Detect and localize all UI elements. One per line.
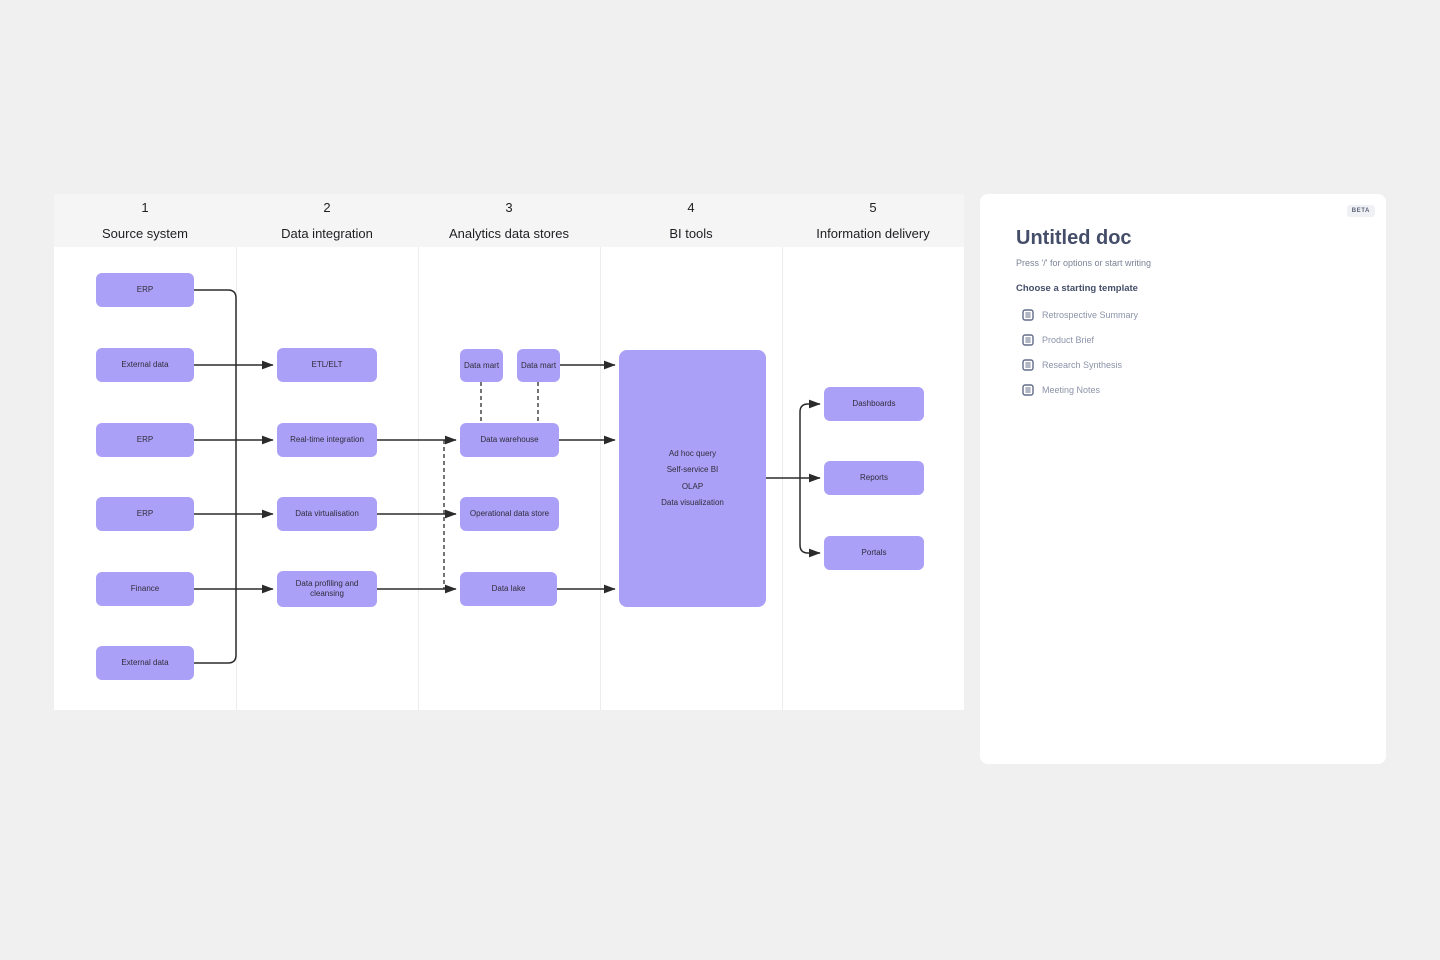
column-header-information-delivery: 5 Information delivery bbox=[782, 194, 964, 247]
column-header-source-system: 1 Source system bbox=[54, 194, 236, 247]
templates-heading: Choose a starting template bbox=[1016, 283, 1138, 294]
node-reports[interactable]: Reports bbox=[824, 461, 924, 495]
node-finance[interactable]: Finance bbox=[96, 572, 194, 606]
node-data-virtualisation[interactable]: Data virtualisation bbox=[277, 497, 377, 531]
node-dashboards[interactable]: Dashboards bbox=[824, 387, 924, 421]
column-number: 3 bbox=[505, 200, 513, 215]
column-number: 5 bbox=[869, 200, 877, 215]
node-real-time-integration[interactable]: Real-time integration bbox=[277, 423, 377, 457]
template-label: Research Synthesis bbox=[1042, 360, 1123, 370]
column-number: 1 bbox=[141, 200, 149, 215]
connector-layer bbox=[194, 289, 821, 664]
node-data-lake[interactable]: Data lake bbox=[460, 572, 557, 606]
column-header-analytics-data-stores: 3 Analytics data stores bbox=[418, 194, 600, 247]
document-icon bbox=[1022, 359, 1034, 371]
node-data-warehouse[interactable]: Data warehouse bbox=[460, 423, 559, 457]
document-icon bbox=[1022, 384, 1034, 396]
column-label: Data integration bbox=[281, 226, 373, 241]
column-label: Analytics data stores bbox=[449, 226, 569, 241]
beta-badge: BETA bbox=[1346, 205, 1375, 217]
node-external-data-2[interactable]: External data bbox=[96, 646, 194, 680]
template-item-research-synthesis[interactable]: Research Synthesis bbox=[1016, 359, 1350, 371]
node-data-mart-2[interactable]: Data mart bbox=[517, 349, 560, 382]
column-number: 2 bbox=[323, 200, 331, 215]
template-item-retrospective-summary[interactable]: Retrospective Summary bbox=[1016, 309, 1350, 321]
edge-source-trunk bbox=[194, 289, 237, 664]
column-header-bi-tools: 4 BI tools bbox=[600, 194, 782, 247]
bi-tools-line: Self-service BI bbox=[666, 465, 719, 474]
column-divider bbox=[418, 247, 419, 710]
node-erp-2[interactable]: ERP bbox=[96, 423, 194, 457]
doc-editor-hint[interactable]: Press '/' for options or start writing bbox=[1016, 258, 1151, 268]
node-external-data-1[interactable]: External data bbox=[96, 348, 194, 382]
diagram-board[interactable]: 1 Source system 2 Data integration 3 Ana… bbox=[54, 194, 964, 710]
node-operational-data-store[interactable]: Operational data store bbox=[460, 497, 559, 531]
document-icon bbox=[1022, 309, 1034, 321]
column-divider bbox=[600, 247, 601, 710]
template-label: Meeting Notes bbox=[1042, 385, 1101, 395]
column-label: Source system bbox=[102, 226, 188, 241]
node-etl-elt[interactable]: ETL/ELT bbox=[277, 348, 377, 382]
node-erp-3[interactable]: ERP bbox=[96, 497, 194, 531]
edge-bitools-dashboards bbox=[799, 399, 821, 478]
node-data-mart-1[interactable]: Data mart bbox=[460, 349, 503, 382]
bi-tools-line: Data visualization bbox=[661, 498, 724, 507]
node-portals[interactable]: Portals bbox=[824, 536, 924, 570]
column-header-data-integration: 2 Data integration bbox=[236, 194, 418, 247]
template-list: Retrospective Summary Product Brief bbox=[1016, 309, 1350, 396]
doc-title[interactable]: Untitled doc bbox=[1016, 227, 1132, 249]
document-icon bbox=[1022, 334, 1034, 346]
column-label: Information delivery bbox=[816, 226, 930, 241]
node-data-profiling-cleansing[interactable]: Data profiling and cleansing bbox=[277, 571, 377, 607]
template-item-product-brief[interactable]: Product Brief bbox=[1016, 334, 1350, 346]
edge-bitools-portals bbox=[799, 478, 821, 558]
column-number: 4 bbox=[687, 200, 695, 215]
doc-panel[interactable]: BETA Untitled doc Press '/' for options … bbox=[980, 194, 1386, 764]
column-label: BI tools bbox=[669, 226, 713, 241]
template-label: Retrospective Summary bbox=[1042, 310, 1139, 320]
node-bi-tools[interactable]: Ad hoc query Self-service BI OLAP Data v… bbox=[619, 350, 766, 607]
bi-tools-line: Ad hoc query bbox=[668, 448, 717, 458]
template-label: Product Brief bbox=[1042, 335, 1095, 345]
column-header-row: 1 Source system 2 Data integration 3 Ana… bbox=[54, 194, 964, 247]
template-item-meeting-notes[interactable]: Meeting Notes bbox=[1016, 384, 1350, 396]
bi-tools-line: OLAP bbox=[681, 481, 704, 491]
node-erp-1[interactable]: ERP bbox=[96, 273, 194, 307]
